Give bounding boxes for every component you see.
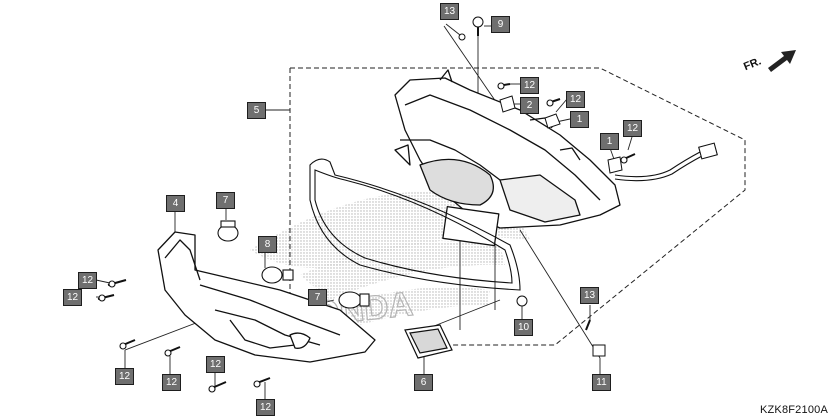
clips: [458, 16, 623, 357]
callout-12-c: 12: [623, 120, 642, 137]
callout-12-left1: 12: [78, 272, 97, 289]
callout-12-bot3: 12: [206, 356, 225, 373]
callout-12-bot1: 12: [115, 368, 134, 385]
callout-7-b: 7: [308, 289, 327, 306]
screws: [97, 82, 636, 393]
callout-5: 5: [247, 102, 266, 119]
callout-12-bot4: 12: [256, 399, 275, 416]
callout-12-bot2: 12: [162, 374, 181, 391]
callout-8: 8: [258, 236, 277, 253]
tail-light-lens: [157, 231, 376, 363]
callout-9: 9: [491, 16, 510, 33]
diagram-code: KZK8F2100A: [759, 404, 828, 416]
callout-7-a: 7: [216, 192, 235, 209]
front-arrow-icon: [768, 50, 796, 72]
callout-4: 4: [166, 195, 185, 212]
callout-12-a: 12: [520, 77, 539, 94]
callout-2: 2: [520, 97, 539, 114]
callout-13-right: 13: [580, 287, 599, 304]
license-light: [404, 324, 453, 359]
callout-13-top: 13: [440, 3, 459, 20]
callout-12-b: 12: [566, 91, 585, 108]
callout-1-a: 1: [570, 111, 589, 128]
callout-11: 11: [592, 374, 611, 391]
wire-harness: [614, 142, 718, 182]
seal-strip: [309, 158, 521, 291]
callout-10: 10: [514, 319, 533, 336]
bulbs: [217, 220, 370, 309]
assembly-boundary: [289, 67, 746, 346]
rear-housing: [394, 69, 621, 247]
callout-6: 6: [414, 374, 433, 391]
callout-1-b: 1: [600, 133, 619, 150]
callout-12-left2: 12: [63, 289, 82, 306]
